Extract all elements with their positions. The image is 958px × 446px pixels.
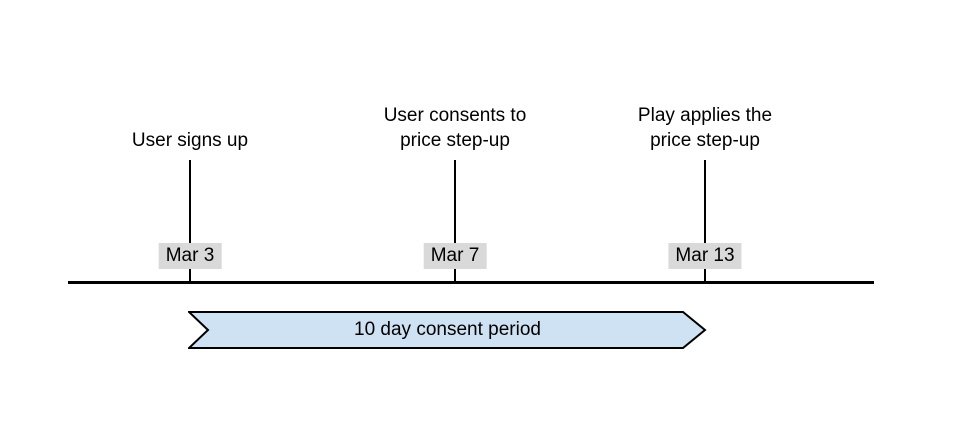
banner-arrow-shape	[188, 311, 707, 349]
event-date-badge: Mar 13	[668, 243, 742, 269]
event-label: User signs up	[131, 130, 249, 151]
consent-period-banner: 10 day consent period	[188, 311, 707, 349]
event-tick-line	[189, 160, 191, 283]
consent-period-label: 10 day consent period	[354, 319, 541, 340]
event-date-badge: Mar 3	[158, 243, 222, 269]
event-tick-line	[704, 160, 706, 283]
event-label: User consents to price step-up	[383, 105, 527, 151]
event-label: Play applies the price step-up	[637, 105, 773, 151]
timeline-axis	[68, 281, 874, 284]
event-date-badge: Mar 7	[423, 243, 487, 269]
event-tick-line	[454, 160, 456, 283]
